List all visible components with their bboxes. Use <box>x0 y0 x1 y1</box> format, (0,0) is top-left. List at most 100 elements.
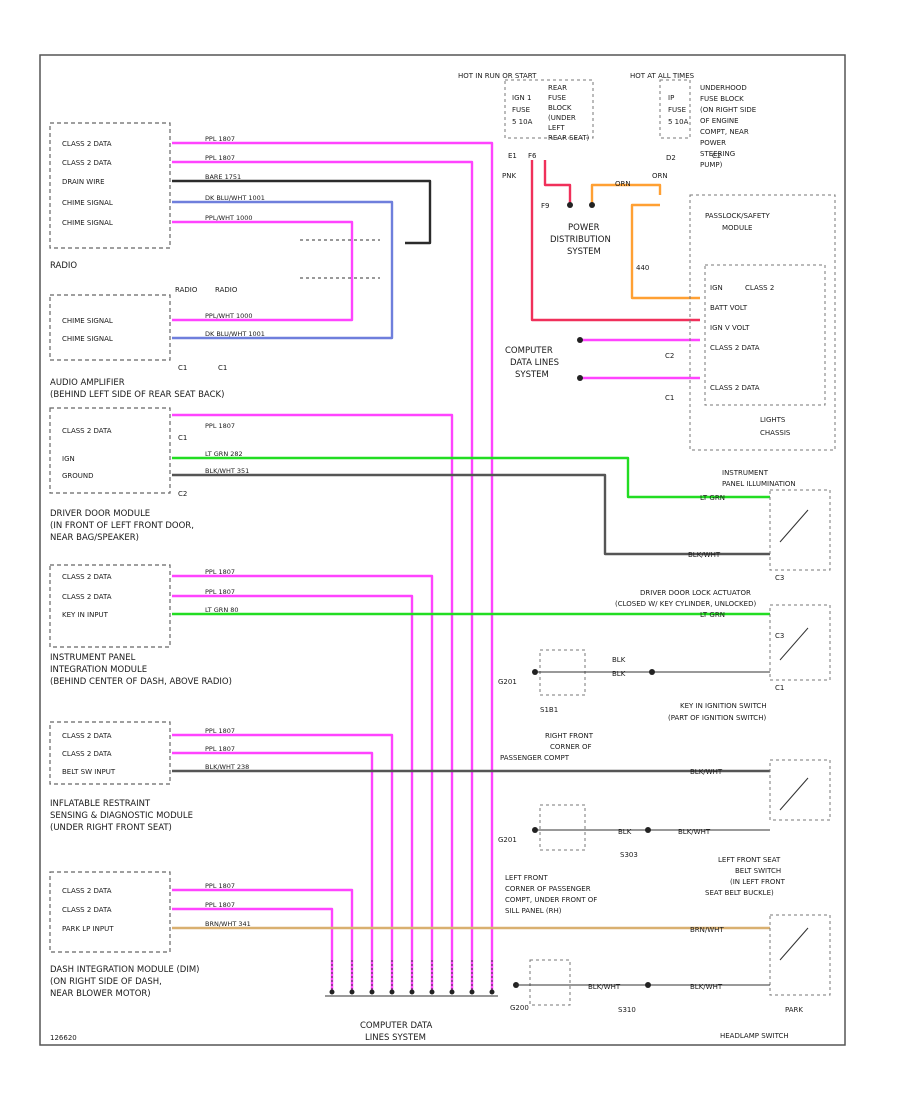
underhood-fuse-text-10: PUMP) <box>700 161 723 169</box>
stub-dot-7 <box>469 989 475 995</box>
svg-text:PASSENGER COMPT: PASSENGER COMPT <box>500 754 570 762</box>
radio-pin-0: CLASS 2 DATA <box>62 140 112 148</box>
radio-wire-label-2: BARE 1751 <box>205 173 241 181</box>
svg-text:PASSLOCK/SAFETY: PASSLOCK/SAFETY <box>705 212 771 220</box>
underhood-fuse-text-4: FUSE BLOCK <box>700 95 744 103</box>
passlock-label-6: LIGHTS <box>760 416 786 424</box>
svg-text:F9: F9 <box>541 202 549 210</box>
svg-text:(ON RIGHT SIDE OF DASH,: (ON RIGHT SIDE OF DASH, <box>50 977 162 987</box>
dim-pin-1: CLASS 2 DATA <box>62 906 112 914</box>
svg-text:INTEGRATION MODULE: INTEGRATION MODULE <box>50 665 147 675</box>
svg-text:(PART OF IGNITION SWITCH): (PART OF IGNITION SWITCH) <box>668 714 766 722</box>
top-connectors: E1 F6 C2 D2 PNK ORN ORN <box>502 152 721 188</box>
stub-dot-3 <box>389 989 395 995</box>
stub-dot-6 <box>449 989 455 995</box>
svg-text:LT GRN: LT GRN <box>700 611 725 619</box>
radio-wire-label-0: PPL 1807 <box>205 135 235 143</box>
amp-label-2: (BEHIND LEFT SIDE OF REAR SEAT BACK) <box>50 390 224 400</box>
svg-text:ORN: ORN <box>652 172 668 180</box>
amp-pin-0: CHIME SIGNAL <box>62 317 113 325</box>
svg-text:C1: C1 <box>178 434 187 442</box>
rear-fuse-text-2: 5 10A <box>512 118 533 126</box>
svg-text:S1B1: S1B1 <box>540 706 558 714</box>
svg-text:S303: S303 <box>620 851 638 859</box>
stub-dot-5 <box>429 989 435 995</box>
door-wire-label-1: LT GRN 282 <box>205 450 243 458</box>
svg-text:INFLATABLE RESTRAINT: INFLATABLE RESTRAINT <box>50 799 151 809</box>
rear-fuse-text-4: FUSE <box>548 94 566 102</box>
svg-text:BLK/WHT: BLK/WHT <box>688 551 721 559</box>
dim-wire-label-1: PPL 1807 <box>205 901 235 909</box>
diagram-frame <box>39 54 846 1046</box>
svg-text:SYSTEM: SYSTEM <box>515 370 549 380</box>
passlock-label-2: BATT VOLT <box>710 304 748 312</box>
cdls-bottom-2: LINES SYSTEM <box>365 1033 426 1043</box>
sdm-wire-label-1: PPL 1807 <box>205 745 235 753</box>
passlock-label-1: CLASS 2 <box>745 284 774 292</box>
door-pin-1: IGN <box>62 455 75 463</box>
svg-text:S310: S310 <box>618 1006 636 1014</box>
stub-dot-8 <box>489 989 495 995</box>
rear-fuse-text-1: FUSE <box>512 106 530 114</box>
svg-text:C2: C2 <box>665 352 674 360</box>
radio-chime-wires <box>172 179 432 340</box>
rear-fuse-text-7: LEFT <box>548 124 565 132</box>
svg-text:INSTRUMENT PANEL: INSTRUMENT PANEL <box>50 653 136 663</box>
svg-text:BELT SWITCH: BELT SWITCH <box>735 867 781 875</box>
ipm-pin-2: KEY IN INPUT <box>62 611 109 619</box>
svg-text:C1: C1 <box>178 364 187 372</box>
svg-text:F6: F6 <box>528 152 537 160</box>
right-front-corner-label: RIGHT FRONT CORNER OF PASSENGER COMPT <box>500 732 594 762</box>
svg-text:SILL PANEL (RH): SILL PANEL (RH) <box>505 907 562 915</box>
svg-text:ORN: ORN <box>615 180 631 188</box>
sdm-pin-1: CLASS 2 DATA <box>62 750 112 758</box>
ipm-pin-0: CLASS 2 DATA <box>62 573 112 581</box>
underhood-fuse-text-8: POWER <box>700 139 726 147</box>
svg-text:LEFT FRONT SEAT: LEFT FRONT SEAT <box>718 856 781 864</box>
door-pin-2: GROUND <box>62 472 94 480</box>
svg-text:BRN/WHT: BRN/WHT <box>690 926 724 934</box>
svg-text:C2: C2 <box>178 490 187 498</box>
svg-text:BLK/WHT: BLK/WHT <box>690 983 723 991</box>
dim-pin-2: PARK LP INPUT <box>62 925 114 933</box>
door-wire-label-2: BLK/WHT 351 <box>205 467 249 475</box>
left-front-seat-belt-switch: G201 BLK BLK/WHT S303 LEFT FRONT SEAT BE… <box>498 759 831 897</box>
underhood-fuse-text-6: OF ENGINE <box>700 117 739 125</box>
power-feed-wires <box>530 160 700 322</box>
svg-text:POWER: POWER <box>568 223 600 233</box>
sdm-wire-label-2: BLK/WHT 238 <box>205 763 249 771</box>
svg-text:(IN FRONT OF LEFT FRONT DOOR,: (IN FRONT OF LEFT FRONT DOOR, <box>50 521 194 531</box>
sdm-wire-label-0: PPL 1807 <box>205 727 235 735</box>
svg-text:HOT AT ALL TIMES: HOT AT ALL TIMES <box>630 72 695 80</box>
ipm-pin-1: CLASS 2 DATA <box>62 593 112 601</box>
stub-dot-4 <box>409 989 415 995</box>
underhood-fuse-text-7: COMPT, NEAR <box>700 128 749 136</box>
cdls-bottom-1: COMPUTER DATA <box>360 1021 433 1031</box>
rear-fuse-text-0: IGN 1 <box>512 94 531 102</box>
svg-text:BLK/WHT: BLK/WHT <box>678 828 711 836</box>
underhood-fuse-text-3: UNDERHOOD <box>700 84 747 92</box>
underhood-fuse-text-5: (ON RIGHT SIDE <box>700 106 756 114</box>
underhood-fuse-text-1: FUSE <box>668 106 686 114</box>
radio-pin-2: DRAIN WIRE <box>62 178 105 186</box>
key-in-ignition-switch: G201 S1B1 BLK BLK C1 KEY IN IGNITION SWI… <box>498 649 784 722</box>
passlock-label-5: CLASS 2 DATA <box>710 384 760 392</box>
passlock-label-4: CLASS 2 DATA <box>710 344 760 352</box>
driver-door-lock-actuator: DRIVER DOOR LOCK ACTUATOR (CLOSED W/ KEY… <box>615 589 831 681</box>
underhood-fuse-text-0: IP <box>668 94 674 102</box>
svg-text:(BEHIND CENTER OF DASH, ABOVE: (BEHIND CENTER OF DASH, ABOVE RADIO) <box>50 677 232 687</box>
amp-header-2: RADIO <box>215 286 238 294</box>
stub-dot-0 <box>329 989 335 995</box>
headlamp-switch: G200 BLK/WHT S310 BRN/WHT BLK/WHT PARK H… <box>510 914 831 1040</box>
svg-text:C1: C1 <box>775 684 784 692</box>
ipm-wire-label-2: LT GRN 80 <box>205 606 239 614</box>
power-distribution-system: F9 POWER DISTRIBUTION SYSTEM 440 <box>541 202 649 272</box>
passlock-label-0: IGN <box>710 284 723 292</box>
instrument-panel-illumination: INSTRUMENT PANEL ILLUMINATION LT GRN BLK… <box>688 469 831 582</box>
amp-pin-1: CHIME SIGNAL <box>62 335 113 343</box>
